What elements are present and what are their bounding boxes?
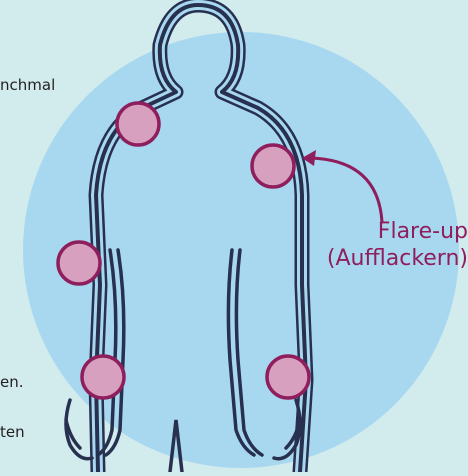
left-text-fragment-3: ten [0, 423, 25, 441]
left-text-fragment-1: nchmal [0, 76, 55, 94]
joint-right-wrist [82, 356, 124, 398]
joint-right-elbow [58, 242, 100, 284]
joint-right-shoulder [117, 103, 159, 145]
flare-up-callout: Flare-up (Aufflackern) [327, 218, 468, 272]
callout-line-1: Flare-up [327, 218, 468, 245]
joint-left-shoulder [252, 145, 294, 187]
callout-line-2: (Aufflackern) [327, 245, 468, 272]
left-text-fragment-2: en. [0, 373, 24, 391]
joint-left-wrist [267, 356, 309, 398]
